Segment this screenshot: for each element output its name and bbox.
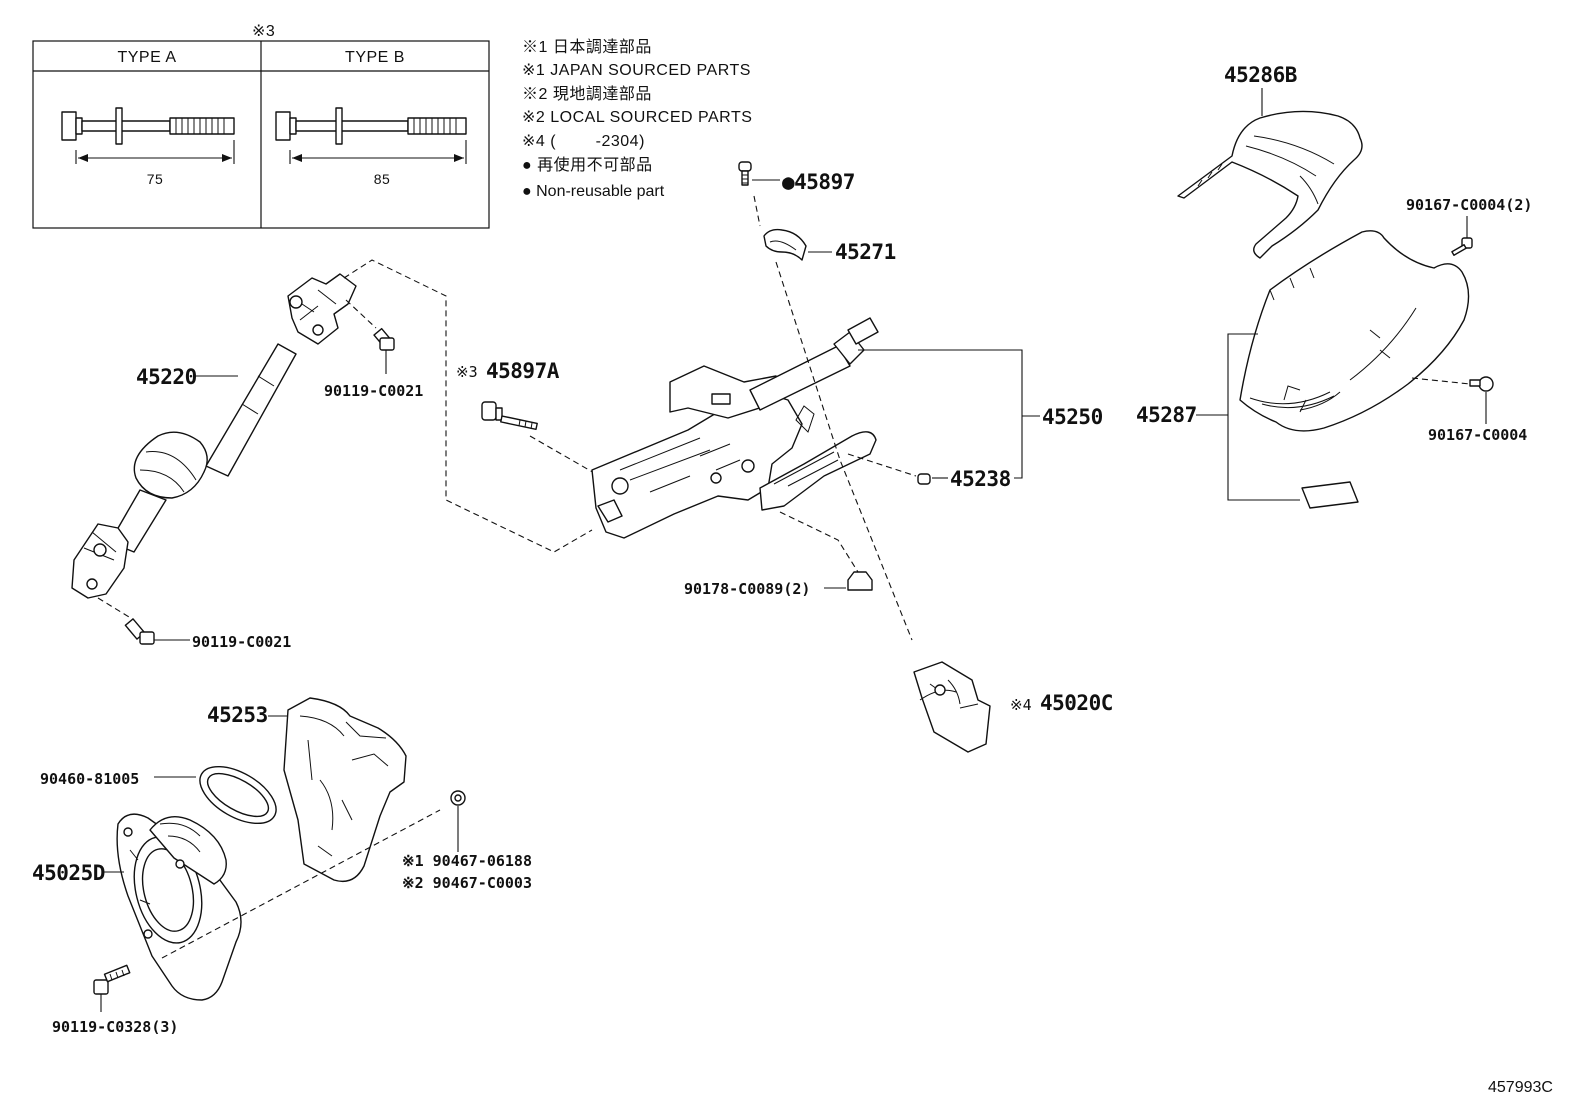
part-90119-bolt-upper: [373, 327, 395, 374]
label-45020C-mark: ※4: [1010, 696, 1032, 714]
type-b-dimension: 85: [374, 171, 391, 187]
figure-id: 457993C: [1488, 1079, 1553, 1096]
label-45025D: 45025D: [32, 861, 105, 885]
label-90119-C0021-lower: 90119-C0021: [192, 633, 291, 651]
label-90167-C0004: 90167-C0004: [1428, 426, 1527, 444]
label-90119-C0328-3: 90119-C0328(3): [52, 1018, 178, 1036]
label-90167-C0004-2: 90167-C0004(2): [1406, 196, 1532, 214]
label-90119-C0021-upper: 90119-C0021: [324, 382, 423, 400]
part-45286B-upper-cover: [1177, 110, 1363, 259]
note-nonreusable-jp: ● 再使用不可部品: [522, 156, 653, 174]
type-a-label: TYPE A: [117, 49, 176, 66]
label-45220: 45220: [136, 365, 197, 389]
part-45271-clamp: [763, 228, 832, 261]
part-45020C-lock-housing: [913, 661, 991, 753]
part-45025D-seal-assembly: [116, 813, 242, 1001]
label-45286B: 45286B: [1224, 63, 1297, 87]
inset-ref-mark: ※3: [252, 23, 275, 40]
label-90467-06188: ※1 90467-06188: [402, 852, 532, 870]
part-90467-clip: [450, 790, 466, 852]
note-japan-jp: ※1 日本調達部品: [522, 38, 652, 56]
label-90460-81005: 90460-81005: [40, 770, 139, 788]
note-date-range: ※4 ( -2304): [522, 133, 645, 150]
part-45897-bolt: [738, 161, 780, 186]
label-90178-C0089-2: 90178-C0089(2): [684, 580, 810, 598]
label-45287: 45287: [1136, 403, 1197, 427]
part-45287-lower-cover: [1239, 230, 1470, 432]
note-japan-en: ※1 JAPAN SOURCED PARTS: [522, 62, 751, 79]
part-90167-screw-lower: [1469, 376, 1494, 424]
label-45897A-mark: ※3: [456, 363, 478, 381]
label-45250: 45250: [1042, 405, 1103, 429]
part-90178-nut: [824, 571, 873, 591]
part-90460-seal-ring: [199, 765, 277, 825]
label-45897A: 45897A: [486, 359, 560, 383]
part-45250-steering-column: [591, 317, 879, 539]
part-90167-screw-upper: [1451, 216, 1473, 256]
part-90119-C0328-bolt: [93, 964, 131, 1012]
part-45238-nut: [917, 473, 948, 485]
note-nonreusable-en: ● Non-reusable part: [522, 183, 665, 200]
part-45220-intermediate-shaft: [71, 273, 357, 599]
label-45253: 45253: [207, 703, 268, 727]
bolt-type-a-drawing: [61, 107, 235, 164]
label-45897: ●45897: [782, 170, 855, 194]
legend-notes: ※1 日本調達部品 ※1 JAPAN SOURCED PARTS ※2 現地調達…: [522, 38, 752, 200]
part-90119-bolt-lower: [124, 618, 190, 645]
note-local-en: ※2 LOCAL SOURCED PARTS: [522, 109, 752, 126]
label-45238: 45238: [950, 467, 1011, 491]
part-45253-hole-cover: [283, 697, 407, 883]
note-local-jp: ※2 現地調達部品: [522, 85, 652, 103]
bolt-type-inset: ※3 TYPE A TYPE B 75: [32, 23, 490, 229]
part-45287-label-tag: [1301, 481, 1359, 509]
label-45271: 45271: [835, 240, 896, 264]
type-a-dimension: 75: [147, 171, 164, 187]
type-b-label: TYPE B: [345, 49, 405, 66]
label-45020C: 45020C: [1040, 691, 1113, 715]
label-90467-C0003: ※2 90467-C0003: [402, 874, 532, 892]
bolt-type-b-drawing: [275, 107, 467, 164]
part-45897A-bolt: [481, 401, 538, 431]
